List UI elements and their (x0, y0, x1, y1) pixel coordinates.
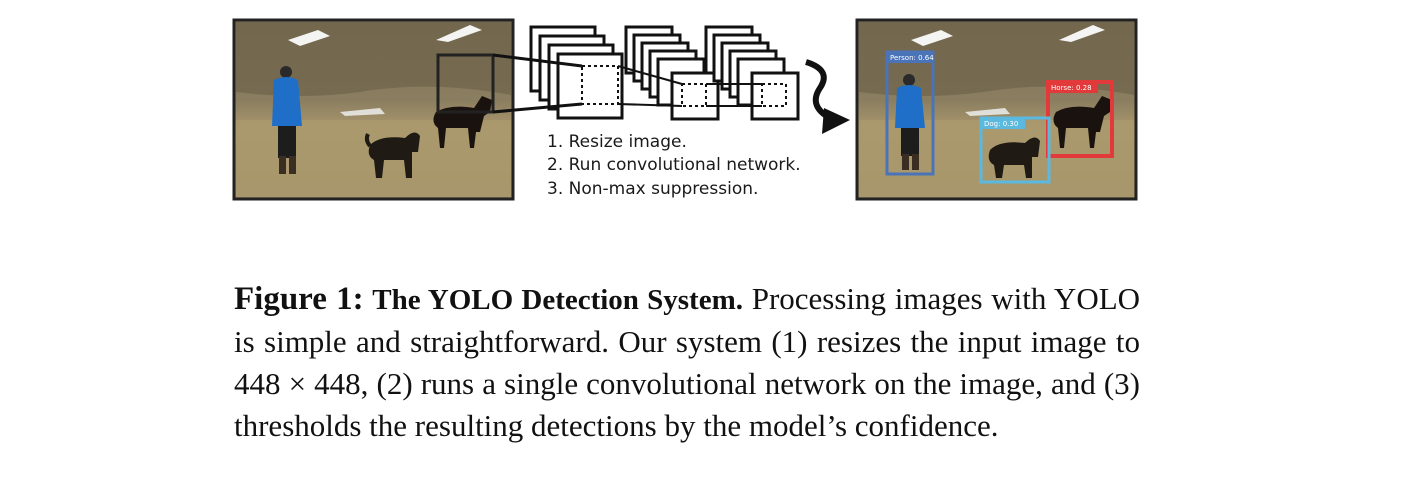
input-photo (232, 18, 515, 201)
step-2-text: 2. Run convolutional network. (547, 155, 801, 175)
step-1-text: 1. Resize image. (547, 132, 687, 152)
horse-figure (433, 96, 492, 148)
detection-dog-label: Dog: 0.30 (984, 120, 1018, 128)
figure-title: The YOLO Detection System. (372, 284, 743, 316)
output-photo: Person: 0.64 Horse: 0.28 Dog: 0.30 (855, 18, 1138, 201)
caption-math: 448 × 448 (234, 366, 361, 401)
detection-person: Person: 0.64 (885, 50, 935, 176)
cnn-layers-diagram (492, 25, 850, 134)
yolo-pipeline-figure: 1. Resize image. 2. Run convolutional ne… (232, 18, 1138, 201)
figure-label: Figure 1: (234, 281, 364, 317)
dog-figure (364, 132, 420, 178)
caption-text-2: , (2) runs a single convolutional networ… (234, 366, 1140, 443)
detection-person-label: Person: 0.64 (890, 54, 934, 62)
detection-dog: Dog: 0.30 (979, 116, 1051, 184)
caption-text-1: Processing images with YOLO is simple an… (234, 281, 1141, 359)
arrow-icon (822, 108, 850, 134)
detection-horse-label: Horse: 0.28 (1051, 84, 1092, 92)
figure-caption: Figure 1: The YOLO Detection System. Pro… (234, 278, 1140, 447)
person-figure (272, 66, 302, 174)
step-3-text: 3. Non-max suppression. (547, 179, 758, 199)
